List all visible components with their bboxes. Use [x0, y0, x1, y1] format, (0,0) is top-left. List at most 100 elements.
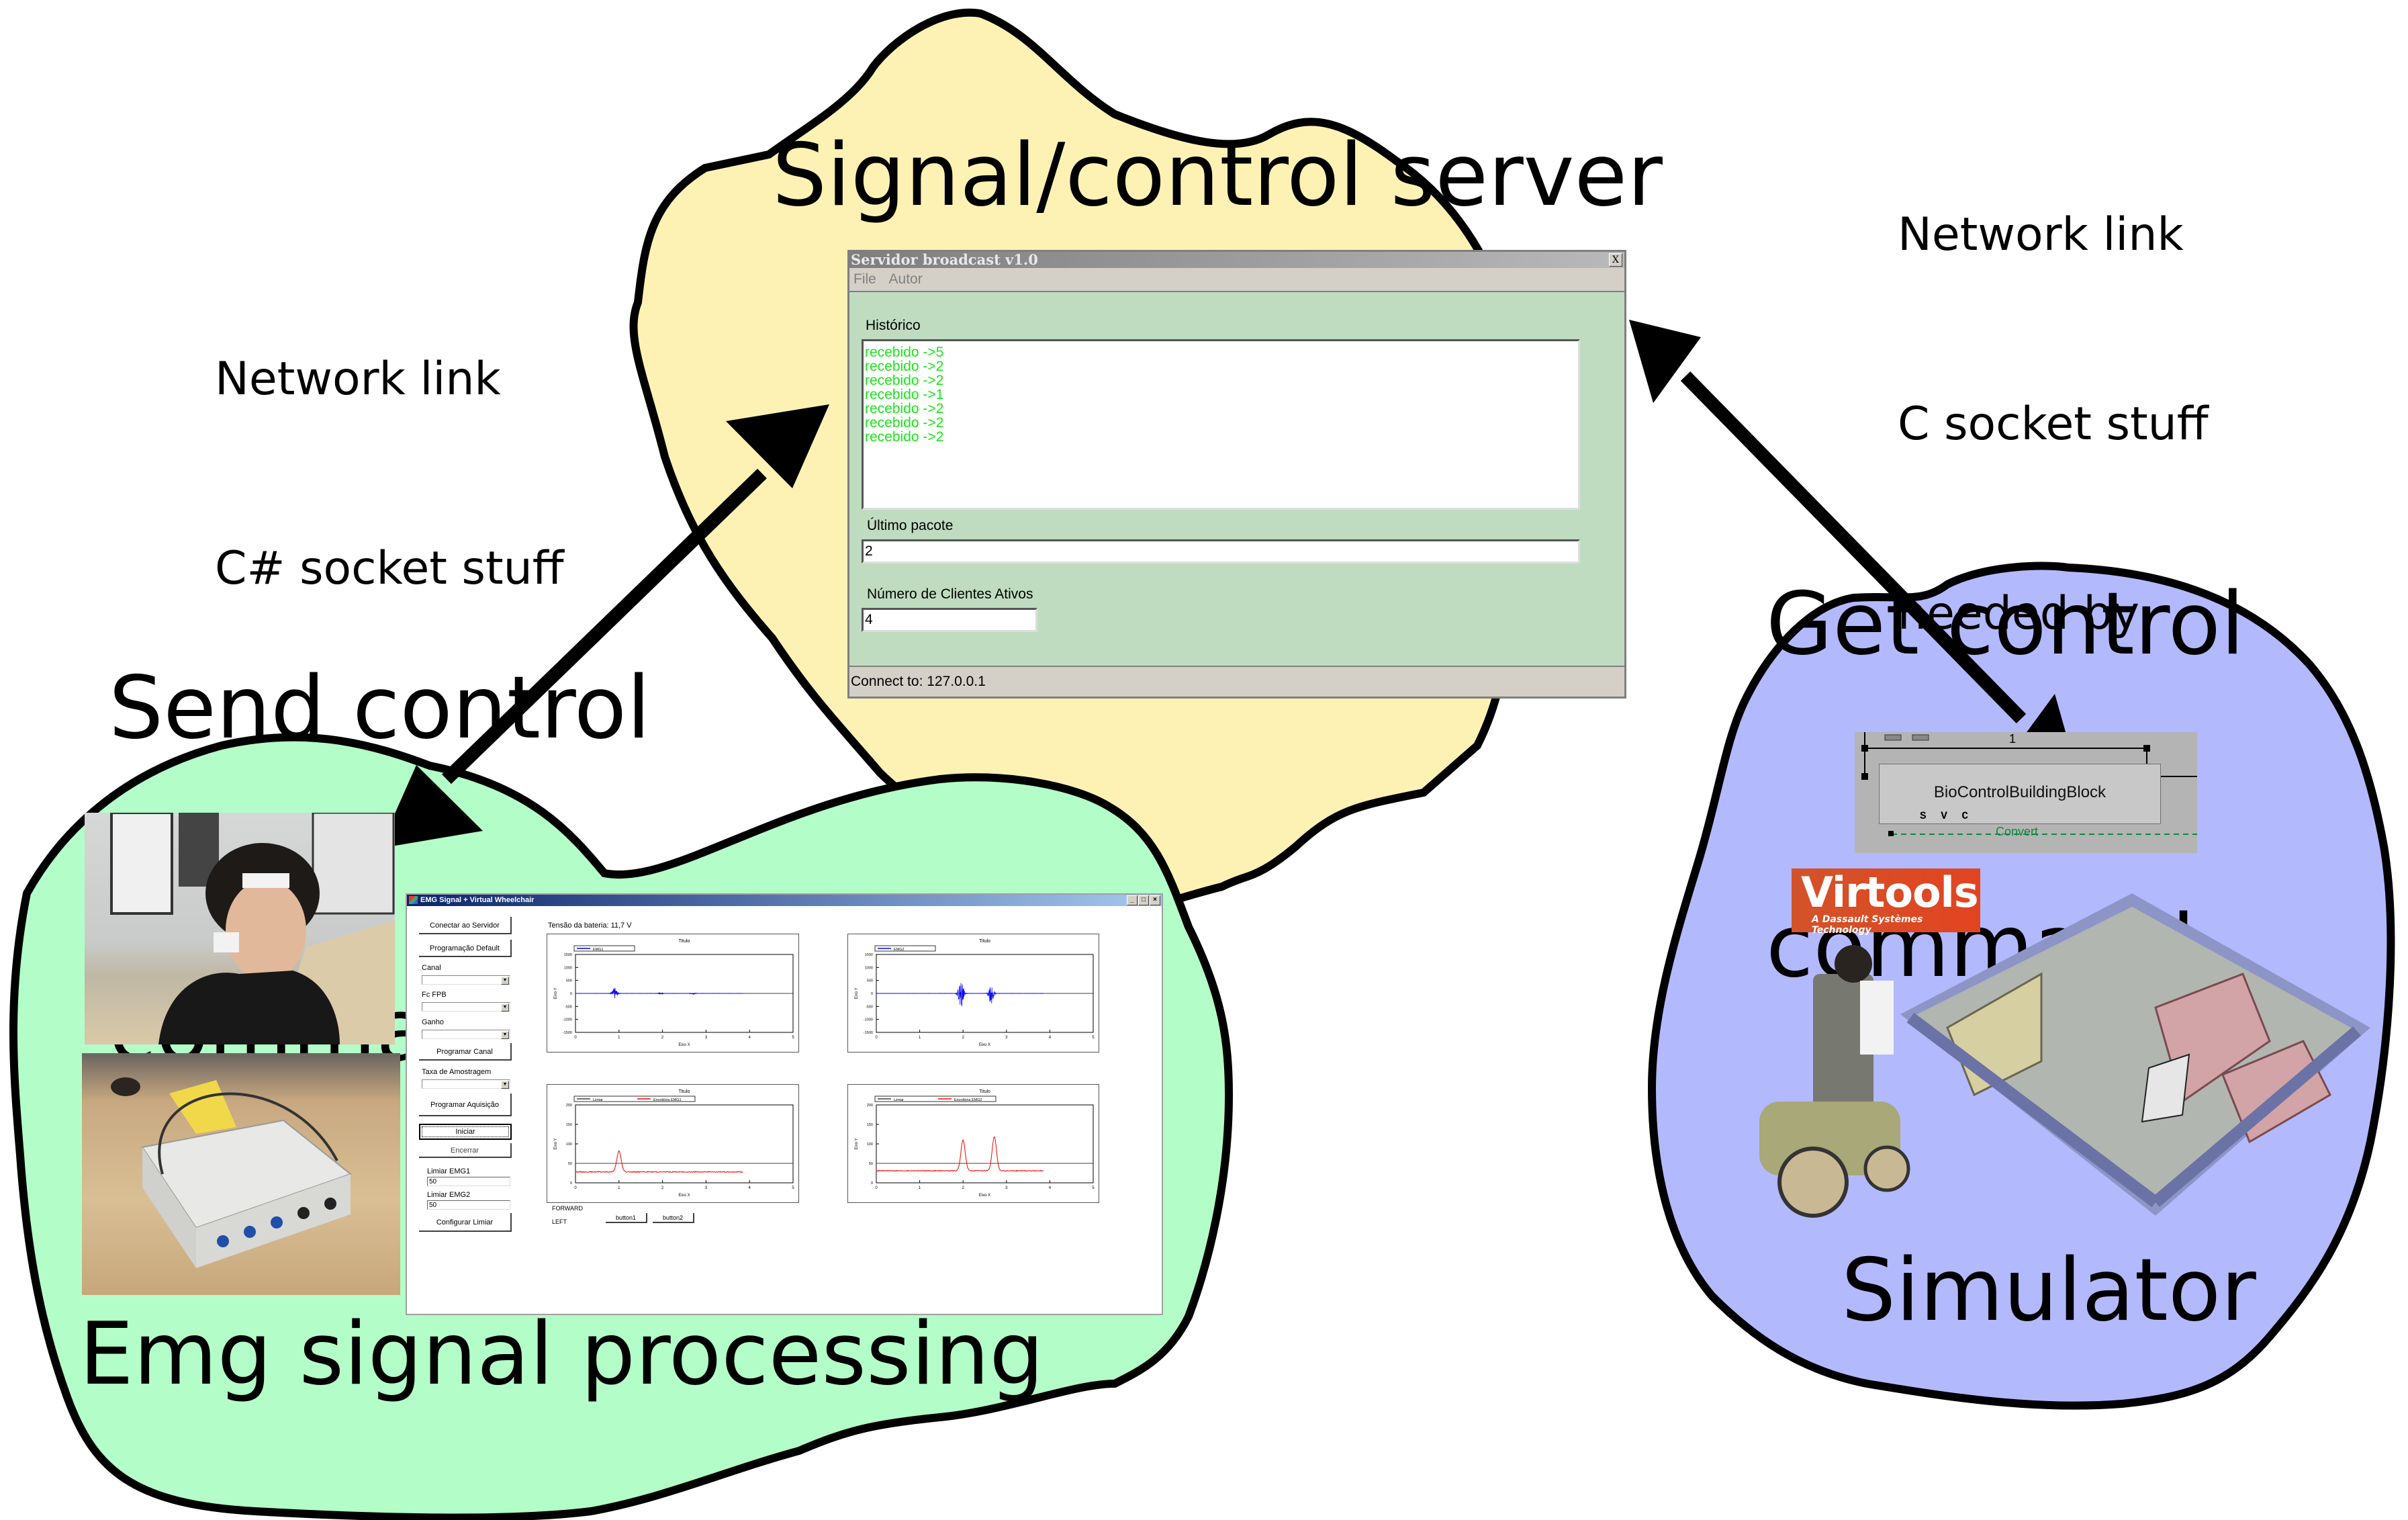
x-tick-label: 0 — [574, 1036, 577, 1040]
y-tick-label: 0 — [570, 1181, 572, 1186]
left-network-note: Network link C# socket stuff — [215, 222, 564, 664]
x-tick-label: 4 — [749, 1036, 751, 1040]
y-axis-label: Eixo Y — [554, 1138, 558, 1149]
left-note-line: Network link — [215, 353, 501, 406]
configure-threshold-button[interactable]: Configurar Limiar — [419, 1213, 512, 1232]
loop-count: 1 — [2009, 732, 2017, 746]
legend-box — [573, 945, 635, 952]
y-tick-label: 0 — [871, 992, 873, 996]
x-tick-label: 2 — [962, 1186, 965, 1190]
last-packet-label: Último pacote — [867, 518, 954, 533]
subject-photo-art — [110, 813, 395, 1044]
y-tick-label: 100 — [867, 1143, 873, 1147]
stop-button[interactable]: Encerrar — [419, 1143, 512, 1158]
legend-label: EMG2 — [894, 948, 905, 952]
last-packet-field[interactable]: 2 — [862, 539, 1580, 564]
threshold2-input[interactable]: 50 — [427, 1200, 510, 1210]
x-tick-label: 2 — [661, 1186, 664, 1190]
device-photo-art — [111, 1077, 353, 1268]
virtools-logo: Virtools A Dassault Systèmes Technology — [1792, 868, 1980, 936]
legend-box — [874, 1096, 997, 1102]
history-entry: recebido ->1 — [865, 387, 944, 402]
maximize-button[interactable]: □ — [1138, 895, 1149, 905]
chart-title: Titulo — [979, 939, 990, 944]
y-tick-label: 1500 — [865, 953, 873, 957]
x-tick-label: 4 — [1049, 1186, 1052, 1190]
sample-rate-label: Taxa de Amostragem — [422, 1068, 492, 1076]
y-tick-label: 50 — [869, 1162, 873, 1166]
y-tick-label: 1000 — [865, 966, 873, 970]
simulator-render — [1759, 893, 2370, 1218]
menu-file[interactable]: File — [853, 271, 876, 287]
fc-fpb-select[interactable]: ▼ — [422, 1002, 510, 1012]
side-label: LEFT — [552, 1218, 567, 1225]
emg-titlebar: EMG Signal + Virtual Wheelchair _ □ × — [407, 895, 1162, 906]
status-bar: Connect to: 127.0.0.1 — [849, 666, 1624, 697]
legend-box — [573, 1096, 696, 1102]
chevron-down-icon: ▼ — [501, 1081, 509, 1089]
x-tick-label: 3 — [705, 1036, 708, 1040]
x-axis-label: Eixo X — [979, 1043, 990, 1047]
plot-frame — [575, 1104, 794, 1183]
y-tick-label: -1500 — [563, 1031, 572, 1035]
send-arrow-line — [442, 468, 767, 785]
send-arrow-head-up — [726, 404, 829, 488]
convert-link-label: Convert — [1996, 825, 2039, 838]
x-tick-label: 3 — [1005, 1186, 1008, 1190]
y-tick-label: 150 — [867, 1123, 873, 1127]
emg-series — [876, 983, 1044, 1007]
threshold1-input[interactable]: 50 — [427, 1177, 510, 1186]
plot-frame — [876, 1104, 1094, 1183]
window-controls: _ □ × — [1127, 895, 1160, 905]
sample-rate-select[interactable]: ▼ — [422, 1079, 510, 1089]
x-tick-label: 3 — [705, 1186, 708, 1190]
chart-title: Titulo — [679, 939, 690, 944]
envelope-series — [876, 1136, 1044, 1172]
gain-select[interactable]: ▼ — [422, 1030, 510, 1039]
legend-label: Envoltória EMG1 — [653, 1098, 682, 1102]
button2[interactable]: button2 — [653, 1213, 694, 1223]
threshold1-label: Limiar EMG1 — [427, 1167, 471, 1175]
legend-label: Limiar — [894, 1098, 904, 1102]
direction-label: FORWARD — [552, 1205, 583, 1212]
close-button[interactable]: X — [1609, 253, 1622, 267]
close-window-button[interactable]: × — [1150, 895, 1160, 905]
channel-select[interactable]: ▼ — [422, 975, 510, 985]
x-tick-label: 5 — [1092, 1036, 1095, 1040]
y-tick-label: 200 — [867, 1104, 873, 1108]
subject-photo — [85, 813, 395, 1044]
connect-server-button[interactable]: Conectar ao Servidor — [419, 917, 512, 934]
wheelchair-avatar — [1759, 945, 1910, 1218]
building-block[interactable]: BioControlBuildingBlock S V C — [1879, 764, 2161, 824]
threshold2-label: Limiar EMG2 — [427, 1191, 471, 1199]
default-program-button[interactable]: Programação Default — [419, 940, 512, 957]
start-button[interactable]: Iniciar — [419, 1124, 512, 1140]
x-tick-label: 2 — [661, 1036, 664, 1040]
button1[interactable]: button1 — [606, 1213, 647, 1223]
left-note-line: C# socket stuff — [215, 542, 564, 595]
x-tick-label: 5 — [1092, 1186, 1095, 1190]
building-block-title: BioControlBuildingBlock — [1933, 783, 2106, 801]
chevron-down-icon: ▼ — [501, 977, 509, 985]
history-label: Histórico — [866, 318, 921, 333]
send-arrow-head-down — [379, 765, 483, 848]
emg-window: EMG Signal + Virtual Wheelchair _ □ × Co… — [406, 893, 1163, 1315]
history-entry: recebido ->2 — [865, 373, 944, 388]
server-window-title: Servidor broadcast v1.0 — [851, 251, 1038, 268]
minimize-button[interactable]: _ — [1127, 895, 1138, 905]
legend-label: EMG1 — [593, 948, 604, 952]
menu-autor[interactable]: Autor — [888, 271, 923, 287]
program-acquisition-button[interactable]: Programar Aquisição — [419, 1093, 512, 1116]
building-block-flags: S V C — [1920, 810, 1973, 822]
active-clients-field[interactable]: 4 — [862, 608, 1037, 632]
server-label: Signal/control server — [772, 126, 1663, 226]
x-tick-label: 5 — [792, 1186, 794, 1190]
program-channel-button[interactable]: Programar Canal — [419, 1043, 512, 1061]
server-menubar: File Autor — [849, 268, 1624, 292]
y-tick-label: 200 — [566, 1104, 572, 1108]
history-entry: recebido ->2 — [865, 401, 944, 416]
